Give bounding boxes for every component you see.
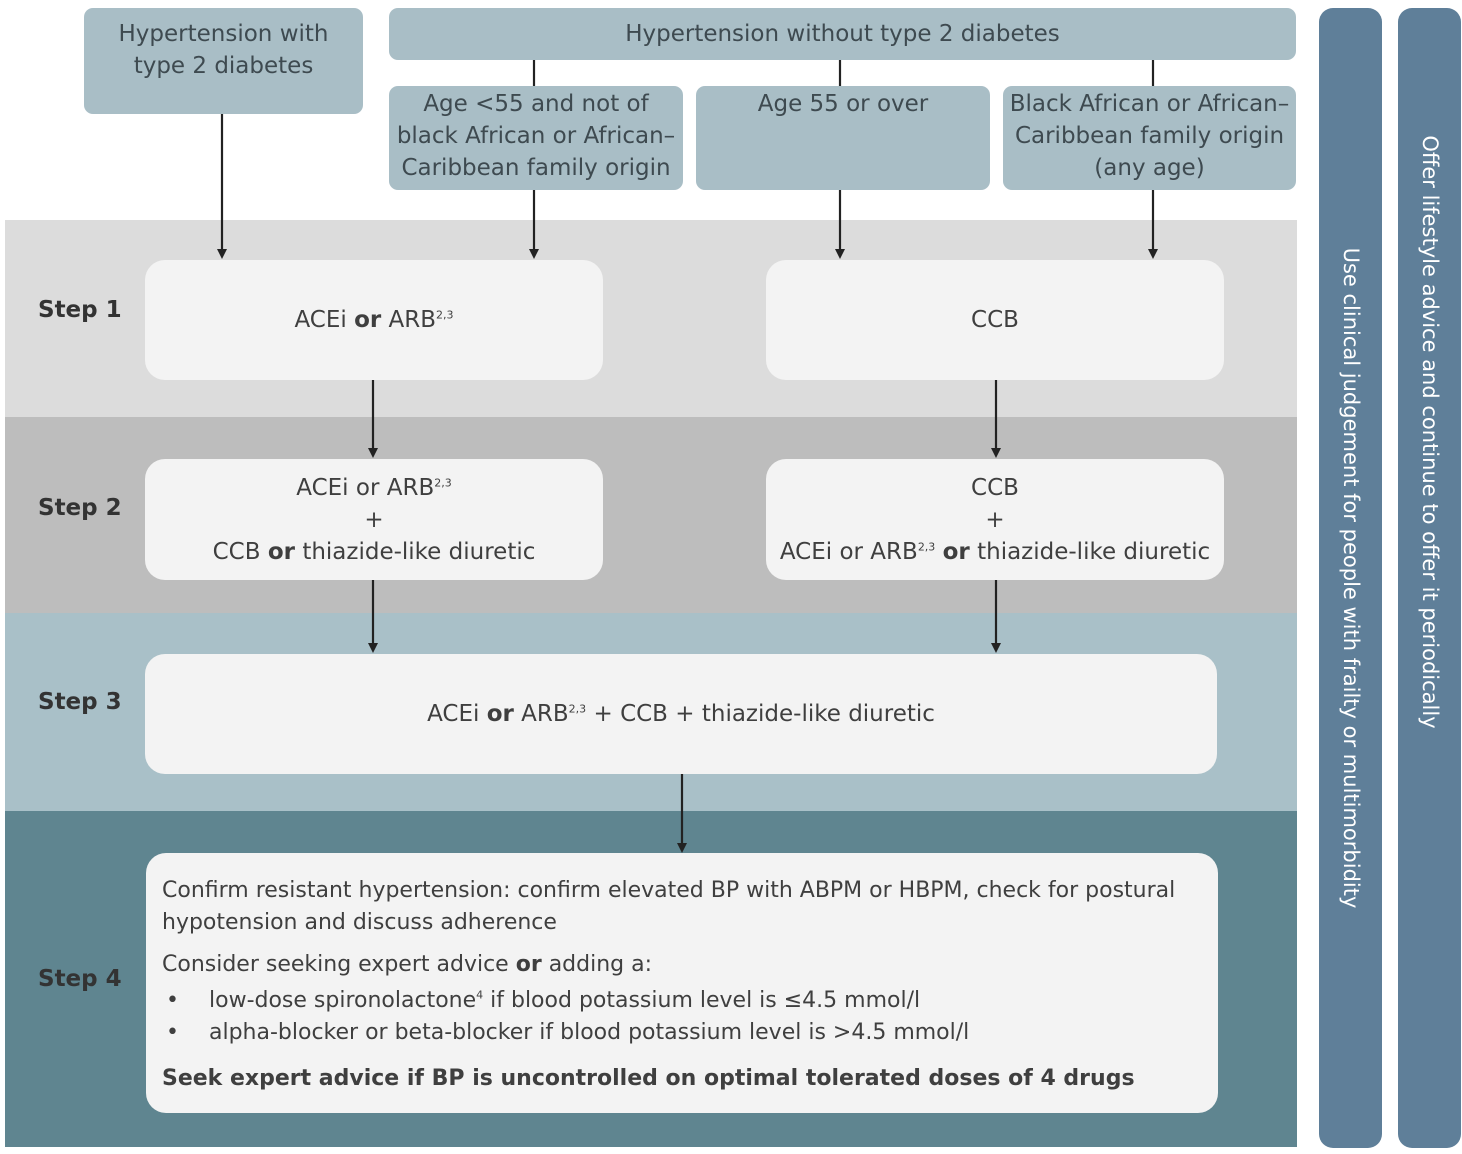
drug-combination: + CCB + thiazide-like diuretic (586, 701, 935, 727)
side-bar-frailty-text: Use clinical judgement for people with f… (1338, 247, 1363, 909)
drug-acei-or-arb: ACEi or ARB (779, 538, 918, 565)
header-with-diabetes-label: Hypertension with type 2 diabetes (118, 21, 329, 79)
step1-right-box: CCB (766, 260, 1224, 380)
step1-left-box: ACEi or ARB2,3 (145, 260, 603, 380)
header-age-55-over: Age 55 or over (696, 86, 990, 190)
header-without-diabetes: Hypertension without type 2 diabetes (389, 8, 1296, 60)
or-label: or (354, 307, 382, 333)
plus-sign: + (985, 506, 1005, 533)
footnote-ref: 2,3 (436, 308, 454, 322)
header-without-diabetes-label: Hypertension without type 2 diabetes (625, 21, 1060, 47)
step3-label: Step 3 (38, 689, 122, 715)
header-age-55-over-label: Age 55 or over (757, 91, 929, 117)
step4-final-advice: Seek expert advice if BP is uncontrolled… (162, 1066, 1135, 1091)
header-age-under-55-label: Age <55 and not of black African or Afri… (396, 91, 676, 181)
side-bar-lifestyle-text: Offer lifestyle advice and continue to o… (1417, 135, 1442, 729)
consider-expert-advice: Consider seeking expert advice (162, 952, 509, 977)
or-label: or (942, 538, 970, 565)
or-label: or (515, 952, 542, 977)
footnote-ref: 2,3 (568, 702, 587, 716)
option-condition: if blood potassium level is ≤4.5 mmol/l (483, 988, 921, 1013)
consider-adding: adding a: (548, 952, 653, 977)
header-black-african: Black African or African–Caribbean famil… (1003, 86, 1296, 190)
drug-ccb: CCB (212, 538, 261, 565)
drug-ccb: CCB (971, 307, 1019, 333)
footnote-ref: 2,3 (917, 539, 936, 553)
or-label: or (267, 538, 295, 565)
list-item: low-dose spironolactone4 if blood potass… (162, 985, 1202, 1017)
drug-arb: ARB (521, 701, 569, 727)
step4-confirm-text: Confirm resistant hypertension: confirm … (162, 878, 1176, 935)
option-text: low-dose spironolactone (209, 988, 477, 1013)
step2-label: Step 2 (38, 495, 122, 521)
footnote-ref: 4 (476, 988, 484, 1002)
step2-right-box: CCB + ACEi or ARB2,3 or thiazide-like di… (766, 459, 1224, 580)
step4-box: Confirm resistant hypertension: confirm … (146, 853, 1218, 1113)
step4-label: Step 4 (38, 966, 122, 992)
drug-ccb: CCB (971, 474, 1019, 501)
header-age-under-55: Age <55 and not of black African or Afri… (389, 86, 683, 190)
drug-thiazide: thiazide-like diuretic (302, 538, 536, 565)
header-black-african-label: Black African or African–Caribbean famil… (1009, 91, 1290, 181)
or-label: or (486, 701, 514, 727)
drug-thiazide: thiazide-like diuretic (977, 538, 1211, 565)
header-with-diabetes: Hypertension with type 2 diabetes (84, 8, 363, 114)
drug-acei: ACEi (294, 307, 347, 333)
side-bar-lifestyle: Offer lifestyle advice and continue to o… (1398, 8, 1461, 1148)
side-bar-frailty: Use clinical judgement for people with f… (1319, 8, 1382, 1148)
step2-left-box: ACEi or ARB2,3 + CCB or thiazide-like di… (145, 459, 603, 580)
step4-options-list: low-dose spironolactone4 if blood potass… (162, 985, 1202, 1049)
drug-acei: ACEi (427, 701, 480, 727)
step1-label: Step 1 (38, 297, 122, 323)
list-item: alpha-blocker or beta-blocker if blood p… (162, 1017, 1202, 1049)
drug-arb: ARB (388, 307, 437, 333)
option-text: alpha-blocker or beta-blocker if blood p… (209, 1020, 970, 1045)
drug-acei-or-arb: ACEi or ARB (296, 474, 435, 501)
step4-consider-text: Consider seeking expert advice or adding… (162, 949, 1202, 981)
step3-box: ACEi or ARB2,3 + CCB + thiazide-like diu… (145, 654, 1217, 774)
footnote-ref: 2,3 (434, 475, 452, 489)
plus-sign: + (364, 506, 384, 533)
